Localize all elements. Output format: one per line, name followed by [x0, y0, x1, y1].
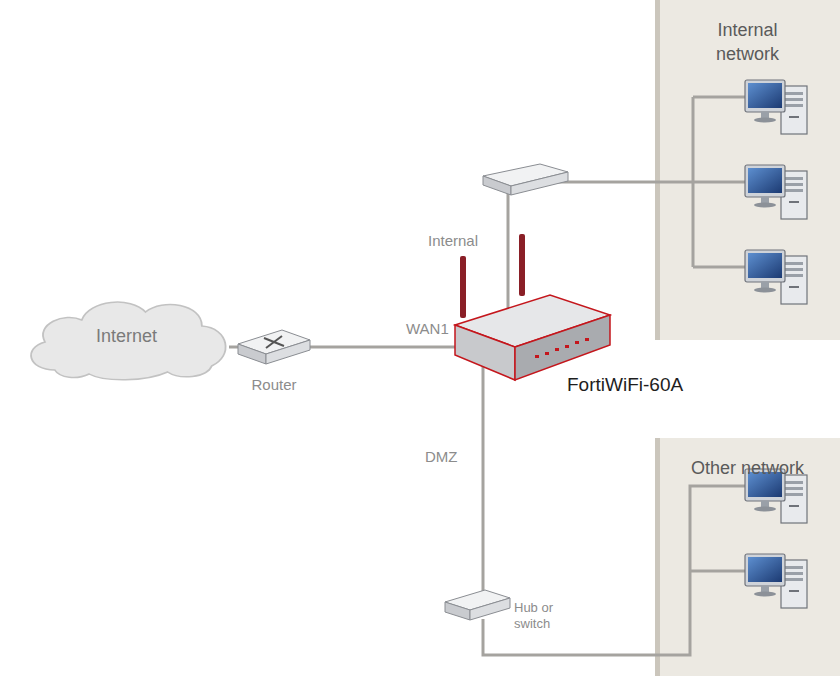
- antenna: [519, 234, 525, 296]
- computer: [745, 250, 807, 304]
- internal-panel-border: [655, 0, 660, 340]
- node-label: FortiWiFi-60A: [567, 374, 683, 396]
- node-label: Internet: [18, 326, 235, 347]
- device-shape: [455, 295, 610, 380]
- network-link: [229, 346, 238, 349]
- network-link: [310, 346, 455, 349]
- network-link: [508, 182, 655, 315]
- node-label: Other network: [655, 456, 840, 480]
- network-panel: Other network: [655, 438, 840, 676]
- router-shape: [238, 328, 310, 366]
- port-label: WAN1: [406, 320, 449, 337]
- node-label: Internal network: [688, 18, 808, 66]
- antenna: [460, 256, 466, 318]
- router-icon: Router: [238, 328, 310, 366]
- network-link: [482, 360, 485, 596]
- node-label: Hub or switch: [514, 600, 578, 632]
- computer: [745, 554, 807, 608]
- other-panel: [655, 438, 840, 676]
- firewall-device: FortiWiFi-60A: [455, 295, 610, 380]
- hub-shape: [445, 590, 510, 625]
- internal-panel: [655, 0, 840, 340]
- other-panel-border: [655, 438, 660, 676]
- computer: [745, 165, 807, 219]
- hub-icon: Hub or switch: [445, 590, 510, 625]
- port-label: DMZ: [425, 448, 458, 465]
- internet-cloud: Internet: [18, 290, 235, 382]
- network-panel: Internal network: [655, 0, 840, 340]
- computer: [745, 80, 807, 134]
- node-label: Router: [251, 376, 296, 393]
- network-link: [483, 619, 655, 655]
- port-label: Internal: [428, 232, 478, 249]
